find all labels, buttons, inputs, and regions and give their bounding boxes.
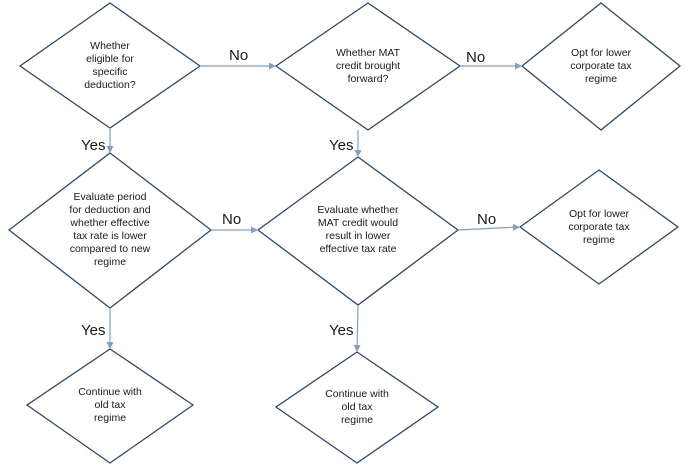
edge-label-no-3: No (222, 211, 242, 228)
edge-label-yes-1: Yes (81, 137, 106, 154)
arrow-evaluate-mat-to-continue (353, 304, 361, 353)
outcome-continue-old-regime-middle (274, 351, 440, 464)
decision-mat-credit-lower-rate (256, 156, 460, 306)
outcome-continue-old-regime-left (25, 348, 195, 464)
edge-label-yes-4: Yes (329, 322, 354, 339)
edge-label-yes-2: Yes (329, 137, 354, 154)
decision-eligible-deduction (18, 2, 202, 129)
edge-label-no-4: No (477, 211, 497, 228)
decision-evaluate-period (7, 152, 213, 309)
arrow-evaluate-mat-to-opt-lower (457, 223, 521, 231)
edge-label-no-2: No (466, 49, 486, 66)
outcome-opt-lower-regime-top (520, 2, 682, 131)
decision-mat-credit-forward (274, 2, 462, 131)
edge-label-no-1: No (229, 47, 249, 64)
edge-label-yes-3: Yes (81, 322, 106, 339)
outcome-opt-lower-regime-bottom (518, 169, 680, 285)
